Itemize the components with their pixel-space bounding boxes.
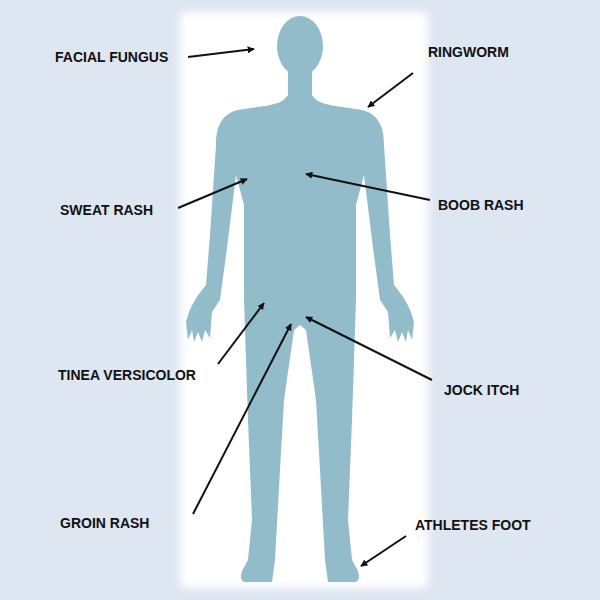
label-slot: TINEA VERSICOLOR <box>58 366 196 384</box>
callout-label: SWEAT RASH <box>60 201 153 219</box>
leader-arrows <box>178 49 432 566</box>
callout-label: FACIAL FUNGUS <box>55 48 168 66</box>
callout-label: RINGWORM <box>428 43 509 61</box>
callout-label: BOOB RASH <box>438 196 524 214</box>
leader-arrow <box>193 324 291 514</box>
callout-label: ATHLETES FOOT <box>415 516 531 534</box>
label-slot: SWEAT RASH <box>60 201 153 219</box>
label-slot: GROIN RASH <box>60 514 149 532</box>
leader-arrow <box>218 303 264 364</box>
label-slot: ATHLETES FOOT <box>415 516 531 534</box>
callout-label: GROIN RASH <box>60 514 149 532</box>
callout-label: JOCK ITCH <box>444 381 519 399</box>
label-slot: FACIAL FUNGUS <box>55 48 168 66</box>
label-slot: RINGWORM <box>428 43 509 61</box>
human-silhouette <box>186 16 414 582</box>
leader-arrow <box>306 317 432 380</box>
leader-arrow <box>361 536 406 566</box>
callout-label: TINEA VERSICOLOR <box>58 366 196 384</box>
leader-arrow <box>188 49 254 57</box>
leader-arrow <box>306 174 430 200</box>
white-panel <box>180 12 428 588</box>
leader-arrow <box>368 73 413 107</box>
label-slot: BOOB RASH <box>438 196 524 214</box>
leader-arrow <box>178 179 247 208</box>
label-slot: JOCK ITCH <box>444 381 519 399</box>
